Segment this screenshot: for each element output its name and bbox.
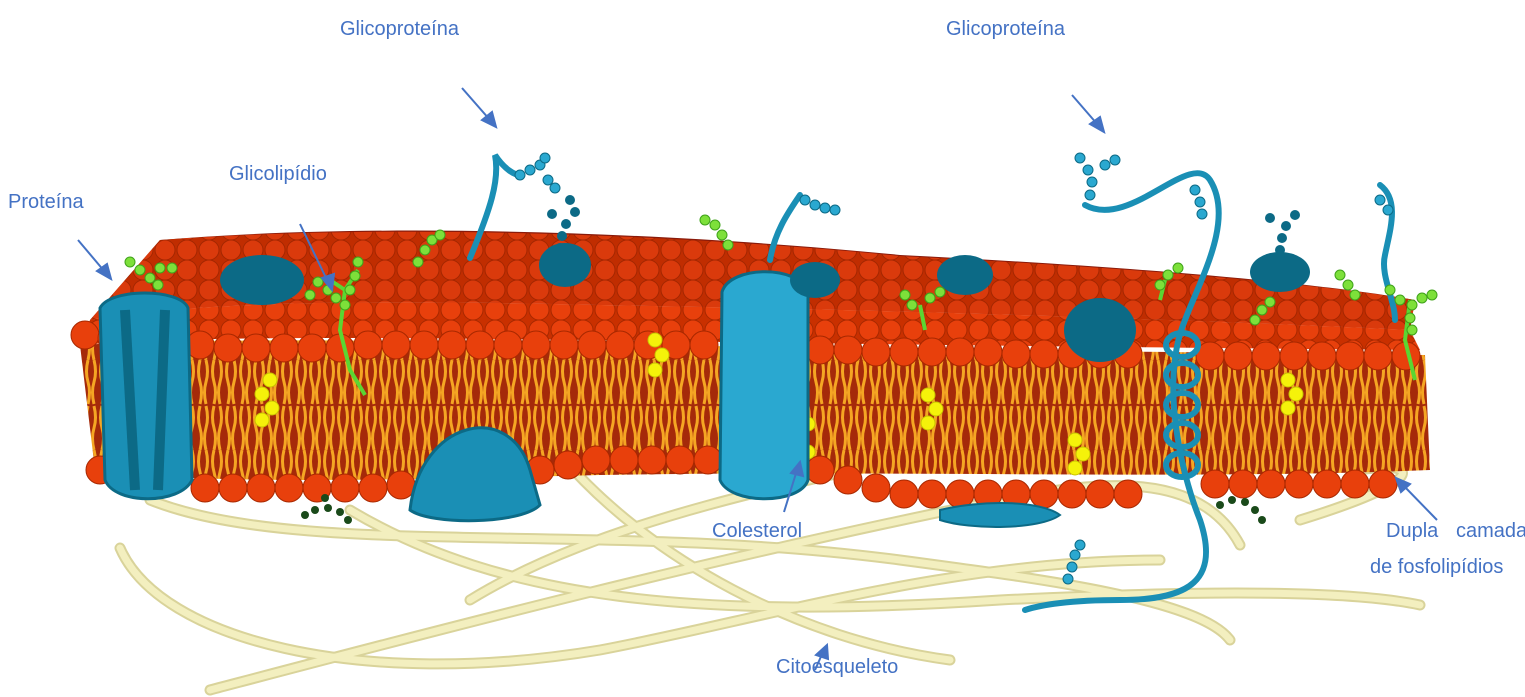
peripheral-protein-right-bottom: [940, 503, 1060, 527]
embedded-protein-5: [1250, 252, 1310, 292]
embedded-protein-3: [937, 255, 993, 295]
label-glicolipidio: Glicolipídio: [229, 163, 327, 185]
embedded-protein-6: [790, 262, 840, 298]
embedded-protein-1: [220, 255, 304, 305]
label-citoesqueleto: Citoesqueleto: [776, 656, 898, 678]
channel-protein-left: [100, 293, 192, 499]
embedded-protein-4: [1064, 298, 1136, 362]
label-dupla: Dupla: [1386, 520, 1439, 542]
label-proteina: Proteína: [8, 191, 84, 213]
embedded-protein-2: [539, 243, 591, 287]
label-colesterol: Colesterol: [712, 520, 802, 542]
label-camada: camada: [1456, 520, 1525, 542]
label-glicoproteina-right: Glicoproteína: [946, 18, 1066, 40]
label-fosfolipidios: de fosfolipídios: [1370, 556, 1503, 578]
label-glicoproteina-left: Glicoproteína: [340, 18, 460, 40]
transmembrane-protein-center: [720, 272, 808, 499]
